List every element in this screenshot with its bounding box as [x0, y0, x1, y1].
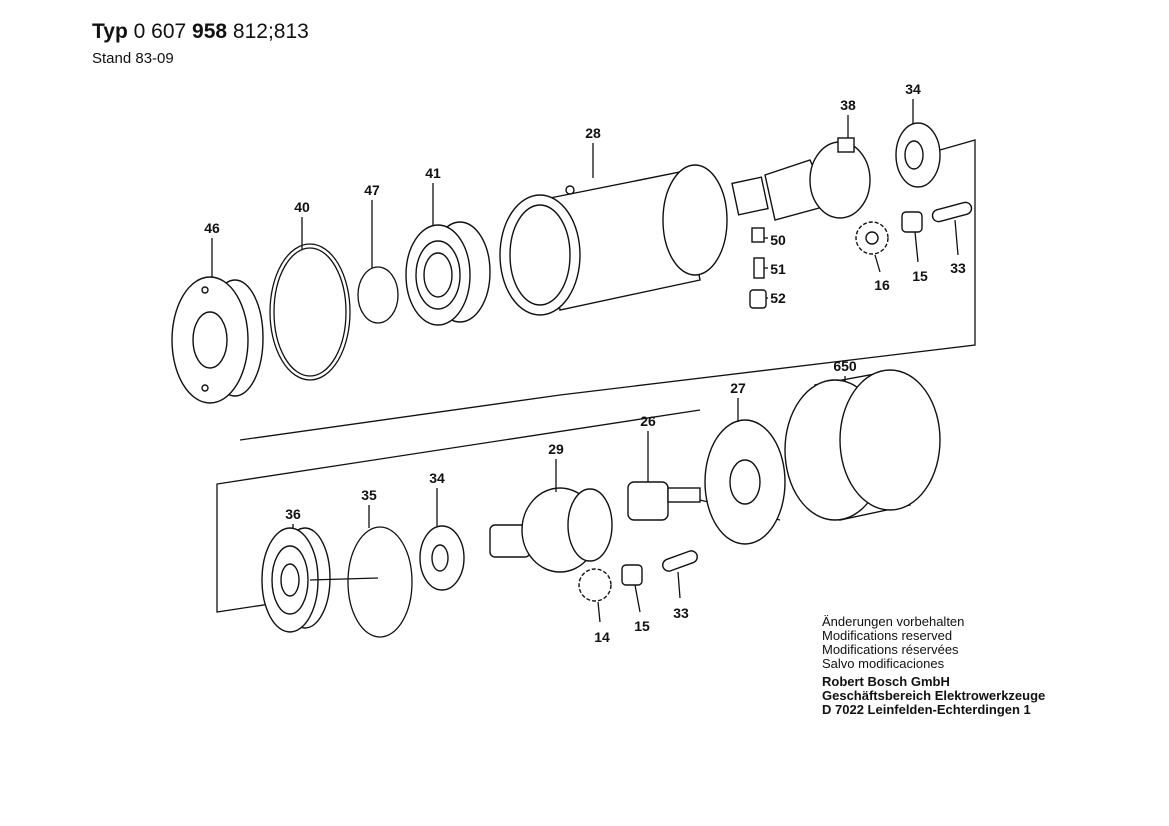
part-27-washer — [704, 419, 786, 545]
label-35: 35 — [361, 487, 377, 503]
label-36: 36 — [285, 506, 301, 522]
part-51-spring — [753, 257, 768, 279]
notes-block: Änderungen vorbehalten Modifications res… — [822, 615, 1045, 717]
type-heading: Typ 0 607 958 812;813 — [92, 20, 309, 44]
company-division: Geschäftsbereich Elektrowerkzeuge — [822, 688, 1046, 703]
type-number-bold: 958 — [192, 20, 228, 43]
part-36-ball-bearing — [261, 527, 331, 633]
type-number: 0 607 — [133, 20, 187, 43]
label-650: 650 — [833, 358, 857, 374]
label-26: 26 — [640, 413, 656, 429]
label-29: 29 — [548, 441, 564, 457]
part-14-gear — [578, 568, 612, 623]
label-28: 28 — [585, 125, 601, 141]
part-35-ring — [347, 526, 413, 638]
label-47: 47 — [364, 182, 380, 198]
label-41: 41 — [425, 165, 441, 181]
part-15-gear — [901, 211, 923, 263]
type-variants: 812;813 — [232, 20, 309, 43]
label-40: 40 — [294, 199, 310, 215]
part-38-spindle — [731, 137, 871, 221]
label-34-lower: 34 — [429, 470, 445, 486]
part-34-washer — [895, 122, 941, 188]
company-address: D 7022 Leinfelden-Echterdingen 1 — [822, 702, 1031, 717]
note-line: Modifications réservées — [822, 642, 959, 657]
part-41-bearing — [405, 221, 491, 326]
note-line: Änderungen vorbehalten — [822, 614, 965, 629]
part-15-gear-lower — [621, 564, 643, 613]
part-46-nut — [171, 276, 264, 404]
label-38: 38 — [840, 97, 856, 113]
part-33-pin — [931, 201, 973, 256]
part-26-pinion — [627, 481, 701, 521]
label-33-lower: 33 — [673, 605, 689, 621]
label-16: 16 — [874, 277, 890, 293]
label-50: 50 — [770, 232, 786, 248]
leader-lines — [211, 99, 914, 528]
label-51: 51 — [770, 261, 786, 277]
type-label: Typ — [92, 20, 128, 43]
label-15-lower: 15 — [634, 618, 650, 634]
part-650-cover — [784, 369, 941, 521]
company-name: Robert Bosch GmbH — [822, 674, 950, 689]
top-group-frame — [239, 139, 976, 441]
bottom-group-frame — [216, 409, 701, 613]
part-28-housing — [499, 164, 728, 316]
part-52-sleeve — [749, 289, 768, 309]
label-52: 52 — [770, 290, 786, 306]
label-15: 15 — [912, 268, 928, 284]
part-29-planet-carrier — [489, 487, 613, 573]
label-33: 33 — [950, 260, 966, 276]
note-line: Modifications reserved — [822, 628, 953, 643]
label-34: 34 — [905, 81, 921, 97]
label-27: 27 — [730, 380, 746, 396]
part-16-gear — [855, 221, 889, 273]
part-50-screw — [751, 227, 768, 243]
part-47-retaining-ring — [357, 266, 399, 324]
part-34-washer-lower — [419, 525, 465, 591]
label-46: 46 — [204, 220, 220, 236]
part-33-pin-lower — [662, 550, 698, 599]
note-line: Salvo modificaciones — [822, 656, 945, 671]
part-40-o-ring — [269, 243, 351, 381]
label-14: 14 — [594, 629, 610, 645]
stand-date: Stand 83-09 — [92, 50, 174, 67]
